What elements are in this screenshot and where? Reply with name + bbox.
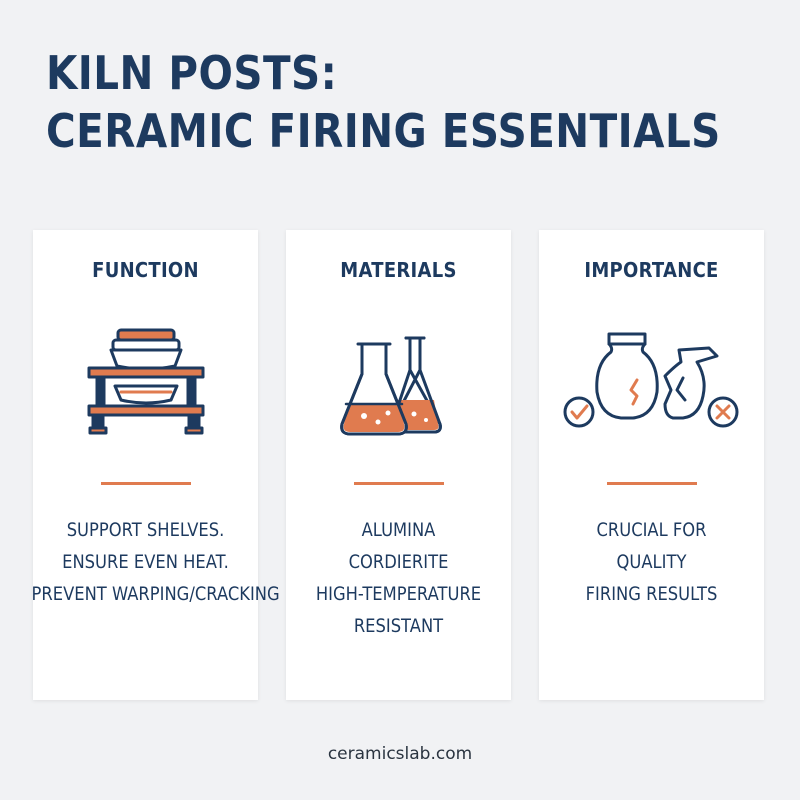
importance-line-1: CRUCIAL FOR <box>596 519 707 541</box>
materials-card: MATERIALS ALUMINA CORDIERITE HIGH-TEMPER… <box>286 230 511 700</box>
materials-line-2: CORDIERITE <box>348 551 449 573</box>
function-card: FUNCTION SUPPORT SHELVES. ENSURE EVEN <box>32 230 280 700</box>
importance-line-2: QUALITY <box>616 551 687 573</box>
materials-line-3: HIGH-TEMPERATURE <box>315 583 482 605</box>
lab-flasks-icon <box>339 336 442 436</box>
card-heading-function: FUNCTION <box>92 258 199 282</box>
title-line-1: KILN POSTS: <box>46 46 338 100</box>
function-line-3: PREVENT WARPING/CRACKING <box>31 583 280 605</box>
page-title: KILN POSTS: CERAMIC FIRING ESSENTIALS <box>46 44 721 160</box>
card-heading-materials: MATERIALS <box>340 258 457 282</box>
divider <box>100 482 191 485</box>
importance-card: IMPORTANCE CRUCIAL FOR QUALITY FIRING RE… <box>539 230 764 700</box>
function-line-1: SUPPORT SHELVES. <box>66 519 225 541</box>
function-line-2: ENSURE EVEN HEAT. <box>62 551 229 573</box>
divider <box>353 482 444 485</box>
kiln-shelf-stack-icon <box>87 328 204 435</box>
importance-description: CRUCIAL FOR QUALITY FIRING RESULTS <box>519 514 784 610</box>
function-description: SUPPORT SHELVES. ENSURE EVEN HEAT. PREVE… <box>13 514 280 610</box>
divider <box>606 482 697 485</box>
materials-description: ALUMINA CORDIERITE HIGH-TEMPERATURE RESI… <box>266 514 531 642</box>
importance-line-3: FIRING RESULTS <box>585 583 718 605</box>
card-heading-importance: IMPORTANCE <box>584 258 719 282</box>
materials-line-1: ALUMINA <box>361 519 436 541</box>
title-line-2: CERAMIC FIRING ESSENTIALS <box>46 104 721 158</box>
footer-website: ceramicslab.com <box>327 744 473 764</box>
cracked-vase-check-cross-icon <box>563 332 738 428</box>
materials-line-4: RESISTANT <box>353 615 444 637</box>
